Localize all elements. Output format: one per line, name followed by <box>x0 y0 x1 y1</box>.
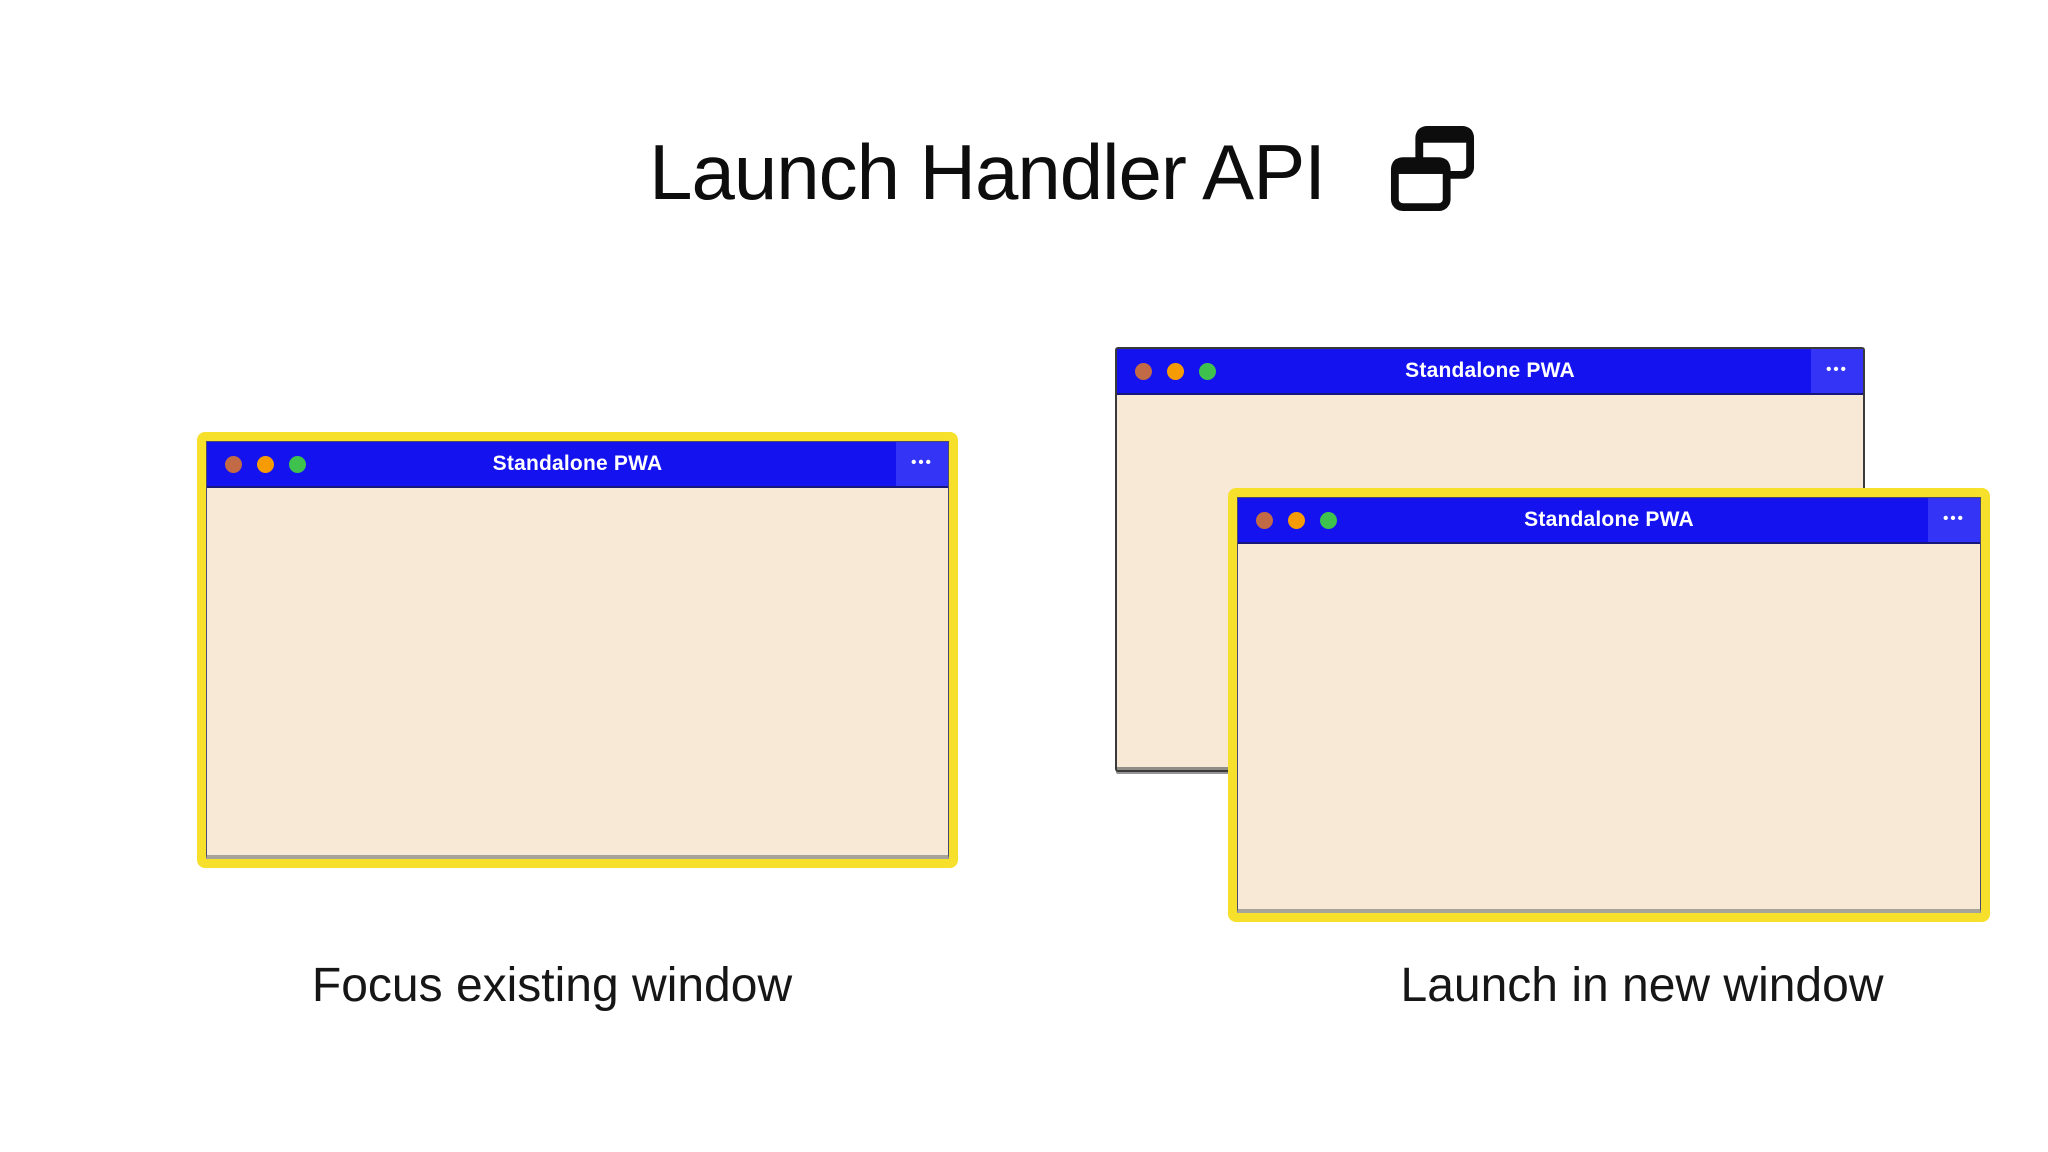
window-frame: Standalone PWA ••• <box>206 441 949 859</box>
ellipsis-icon: ••• <box>911 453 933 471</box>
header: Launch Handler API <box>38 125 2048 218</box>
caption-focus-existing: Focus existing window <box>311 959 793 1012</box>
traffic-lights <box>225 442 306 486</box>
traffic-lights <box>1256 498 1337 542</box>
ellipsis-icon: ••• <box>1826 360 1848 378</box>
maximize-dot-icon[interactable] <box>289 455 306 473</box>
window-body <box>207 488 948 855</box>
window-title: Standalone PWA <box>492 452 663 475</box>
window-title: Standalone PWA <box>1524 508 1694 531</box>
titlebar: Standalone PWA ••• <box>1117 349 1863 395</box>
minimize-dot-icon[interactable] <box>257 455 274 473</box>
overlapping-windows-icon <box>1390 125 1474 212</box>
page-title: Launch Handler API <box>649 128 1326 217</box>
minimize-dot-icon[interactable] <box>1288 511 1305 529</box>
close-dot-icon[interactable] <box>1256 511 1273 529</box>
ellipsis-icon: ••• <box>1943 509 1965 527</box>
maximize-dot-icon[interactable] <box>1320 511 1337 529</box>
titlebar: Standalone PWA ••• <box>207 442 948 488</box>
pwa-window-new: Standalone PWA ••• <box>1228 488 1990 922</box>
maximize-dot-icon[interactable] <box>1199 362 1216 380</box>
close-dot-icon[interactable] <box>1135 362 1152 380</box>
minimize-dot-icon[interactable] <box>1167 362 1184 380</box>
more-menu-button[interactable]: ••• <box>1811 349 1863 393</box>
titlebar: Standalone PWA ••• <box>1238 498 1980 544</box>
more-menu-button[interactable]: ••• <box>896 442 948 486</box>
more-menu-button[interactable]: ••• <box>1928 498 1980 542</box>
traffic-lights <box>1135 349 1216 393</box>
pwa-window-existing: Standalone PWA ••• <box>197 432 958 868</box>
window-frame: Standalone PWA ••• <box>1237 497 1981 913</box>
window-title: Standalone PWA <box>1405 359 1575 382</box>
window-body <box>1238 544 1980 909</box>
close-dot-icon[interactable] <box>225 455 242 473</box>
caption-launch-new: Launch in new window <box>1400 959 1884 1012</box>
